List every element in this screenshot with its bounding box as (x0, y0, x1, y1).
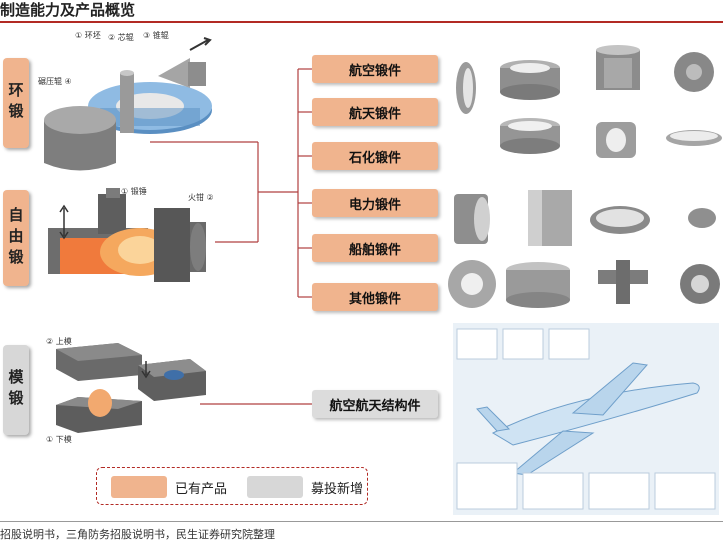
legend-swatch-new (247, 476, 303, 498)
product-power-forgings: 电力锻件 (312, 189, 438, 217)
legend: 已有产品 募投新增 (96, 467, 368, 505)
ring-forging-illustration (44, 37, 212, 171)
page-title: 制造能力及产品概览 (0, 1, 136, 19)
product-aviation-forgings: 航空锻件 (312, 55, 438, 83)
title-divider (0, 21, 723, 23)
product-aerospace-structural-parts: 航空航天结构件 (312, 390, 438, 418)
ring-label-blank: ① 环坯 (75, 31, 101, 40)
product-ship-forgings: 船舶锻件 (312, 234, 438, 262)
category-ring-forging: 环锻 (3, 58, 29, 148)
free-forging-illustration (48, 188, 206, 282)
category-free-label: 自由锻 (6, 206, 25, 270)
product-aerospace-forgings: 航天锻件 (312, 98, 438, 126)
legend-swatch-existing (111, 476, 167, 498)
product-petrochemical-forgings: 石化锻件 (312, 142, 438, 170)
ring-label-mandrel: ② 芯辊 (108, 33, 134, 42)
die-label-bottom: ① 下模 (46, 435, 72, 444)
source-note: 招股说明书，三角防务招股说明书，民生证券研究院整理 (0, 528, 275, 541)
aircraft-structure-image (453, 323, 719, 515)
free-label-tongs: 火钳 ② (188, 193, 214, 202)
ring-label-cone-roll: ③ 锥辊 (143, 31, 169, 40)
category-free-forging: 自由锻 (3, 190, 29, 286)
category-die-label: 模锻 (6, 369, 25, 411)
category-ring-label: 环锻 (6, 82, 25, 124)
ring-label-main-roll: 碾压辊 ④ (38, 77, 72, 86)
footer-divider (0, 521, 723, 522)
aircraft-illustration (456, 328, 716, 510)
category-die-forging: 模锻 (3, 345, 29, 435)
legend-label-new: 募投新增 (311, 482, 364, 497)
die-label-top: ② 上模 (46, 337, 72, 346)
free-label-hammer: ① 锻锤 (121, 187, 147, 196)
legend-label-existing: 已有产品 (175, 482, 228, 497)
product-photos-grid (448, 45, 722, 308)
product-other-forgings: 其他锻件 (312, 283, 438, 311)
die-forging-illustration (56, 343, 206, 433)
